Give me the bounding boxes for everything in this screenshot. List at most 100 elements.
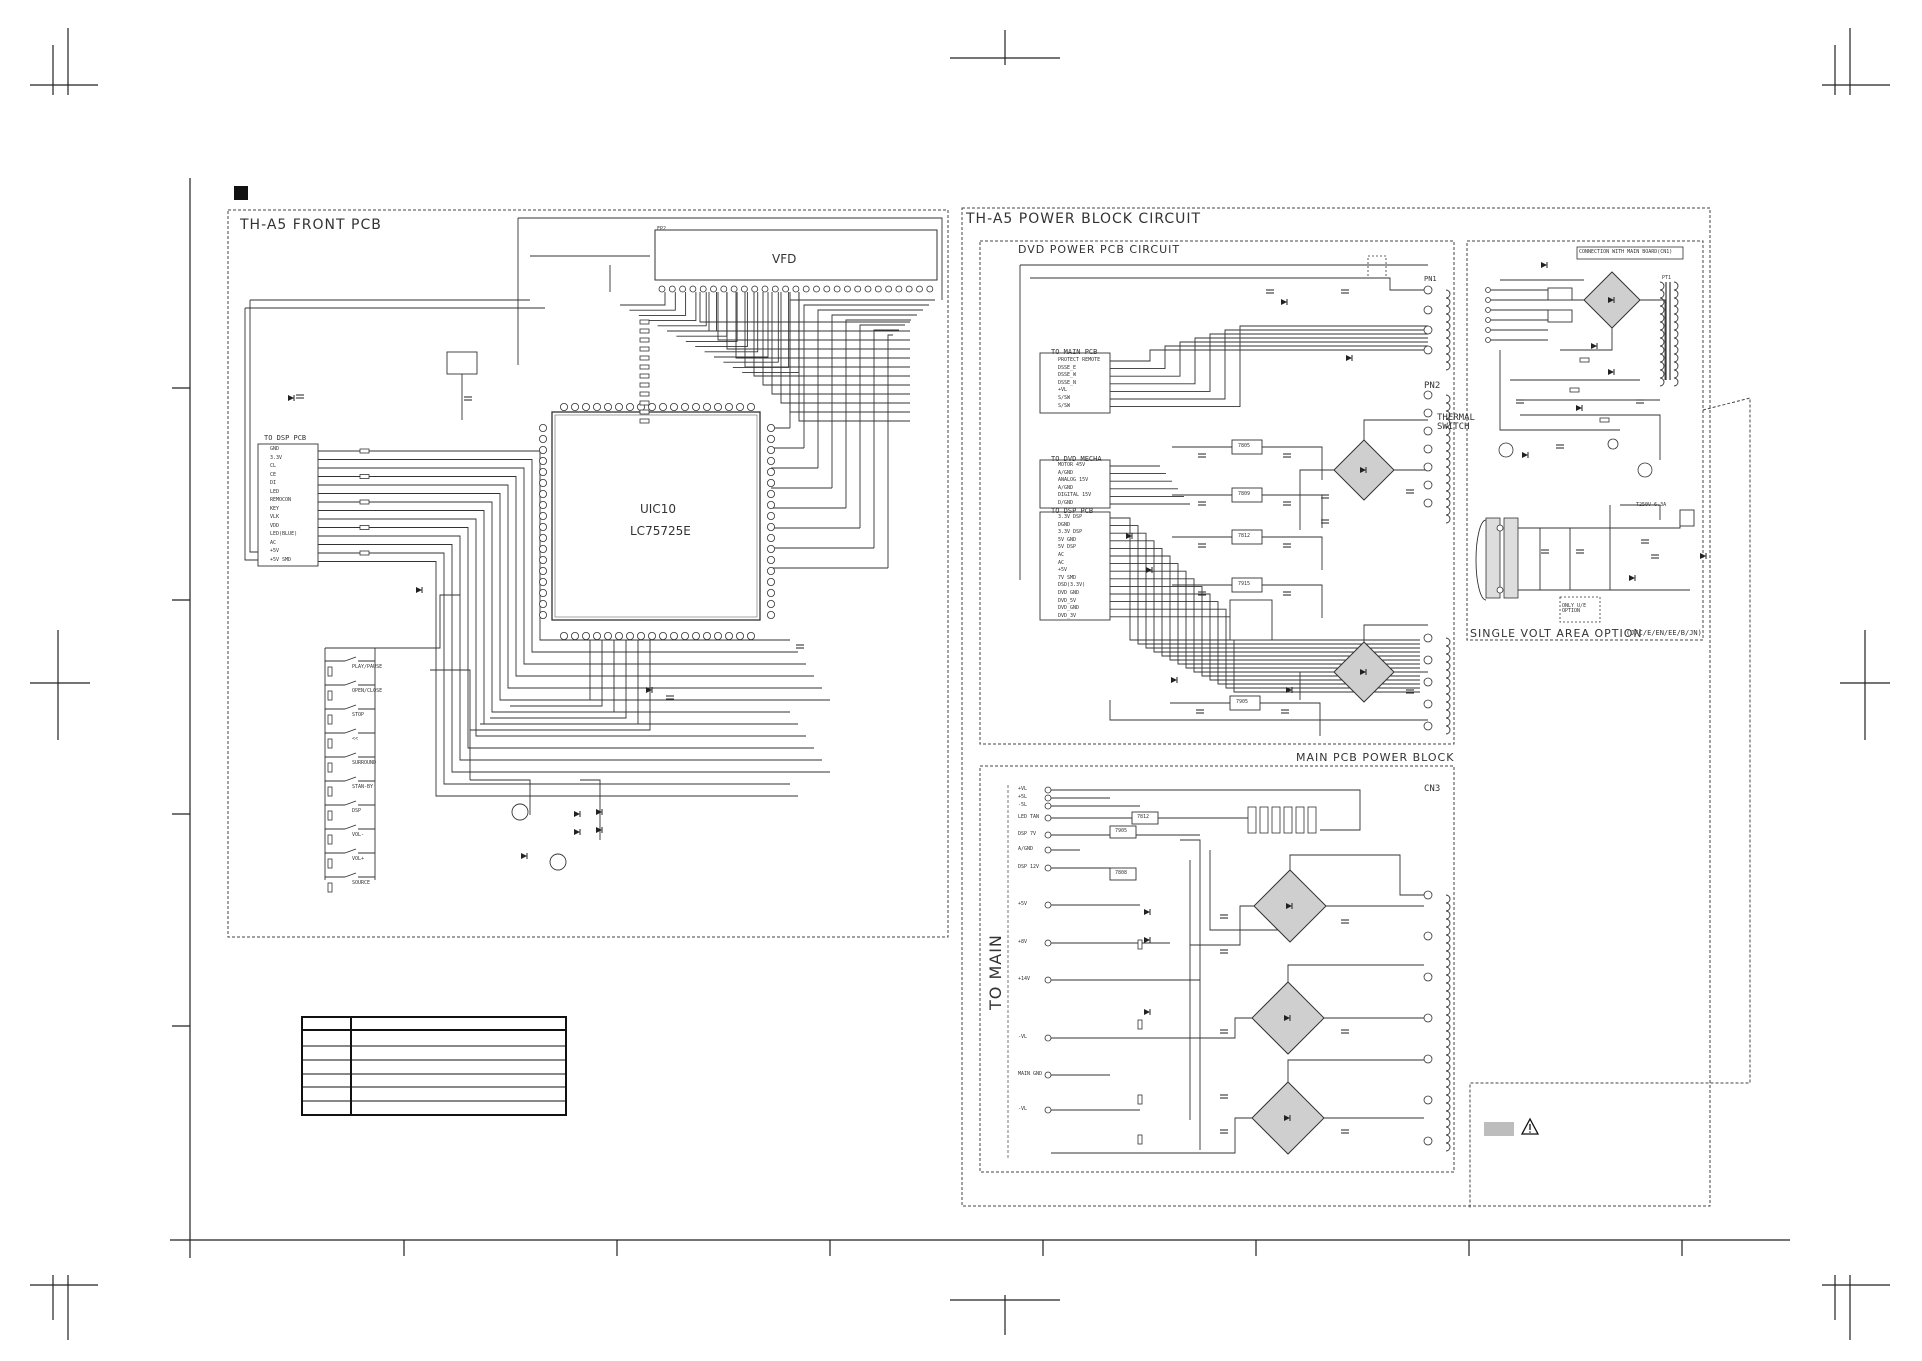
resistor bbox=[639, 328, 650, 334]
connection-note: CONNECTION WITH MAIN BOARD(CN1) bbox=[1579, 249, 1673, 255]
diode bbox=[1700, 553, 1706, 559]
dvd-connector-pin: A/GND bbox=[1058, 469, 1074, 476]
pin bbox=[539, 423, 548, 432]
key-switch bbox=[344, 656, 357, 662]
dsp-connector-pin: DVD GND bbox=[1058, 590, 1080, 596]
dsp-connector-pin: 3.3V DSP bbox=[1058, 514, 1083, 520]
pin bbox=[670, 402, 679, 411]
regulator-label: 7812 bbox=[1238, 533, 1251, 539]
transistor bbox=[549, 853, 567, 871]
pin bbox=[1485, 337, 1491, 343]
pin bbox=[767, 434, 776, 443]
legend-table bbox=[301, 1016, 567, 1116]
pin bbox=[539, 434, 548, 443]
resistor bbox=[327, 786, 333, 797]
main-input-label: -VL bbox=[1018, 1034, 1028, 1040]
pin bbox=[823, 285, 831, 293]
pin bbox=[1423, 305, 1433, 315]
resistor bbox=[359, 474, 370, 479]
single-volt-wiring bbox=[1491, 279, 1690, 591]
pin bbox=[1423, 408, 1433, 418]
cn-ref-pn1: PN1 bbox=[1424, 275, 1437, 283]
diode bbox=[1629, 575, 1635, 581]
pin bbox=[771, 285, 779, 293]
vfd-display bbox=[654, 229, 938, 281]
pin bbox=[1423, 655, 1433, 665]
pin bbox=[714, 632, 723, 641]
pin bbox=[604, 402, 613, 411]
pin bbox=[1423, 285, 1433, 295]
pin bbox=[593, 402, 602, 411]
dsp-connector-pin: AC bbox=[1058, 552, 1065, 558]
pin bbox=[782, 285, 789, 293]
diode bbox=[1126, 533, 1132, 539]
pin bbox=[681, 402, 690, 411]
dvd-connector-pin: D/GND bbox=[1058, 500, 1074, 506]
main-power-wiring bbox=[1051, 789, 1424, 1154]
diode bbox=[1144, 937, 1150, 943]
resistor bbox=[327, 666, 333, 677]
pin bbox=[1044, 794, 1052, 802]
vfd-label: VFD bbox=[772, 252, 797, 266]
pin bbox=[720, 285, 728, 293]
pin bbox=[560, 632, 569, 641]
dsp-pin-label: AC bbox=[270, 539, 277, 546]
diode bbox=[1286, 903, 1292, 909]
diode-array bbox=[1307, 806, 1317, 834]
pin bbox=[1044, 976, 1052, 984]
main-input-label: +5L bbox=[1018, 794, 1028, 800]
pin bbox=[767, 611, 776, 620]
section-marker bbox=[234, 186, 248, 200]
regulator bbox=[1109, 867, 1137, 881]
diode bbox=[596, 809, 602, 815]
key-switch-label: VOL+ bbox=[352, 856, 365, 862]
diode bbox=[646, 687, 652, 693]
pin bbox=[864, 285, 872, 293]
main-connector-pin: DSSE_E bbox=[1058, 364, 1077, 371]
pin bbox=[1423, 426, 1433, 436]
sheet-frame bbox=[170, 178, 1790, 1258]
fuse-label: T250V 6.3A bbox=[1636, 502, 1667, 508]
pin bbox=[1485, 297, 1491, 303]
diode bbox=[1576, 405, 1582, 411]
diode-array bbox=[1247, 806, 1257, 834]
pin bbox=[582, 402, 591, 411]
main-input-label: +8V bbox=[1018, 939, 1028, 945]
transformer-coil bbox=[1445, 894, 1451, 1152]
diode bbox=[521, 853, 527, 859]
main-connector-pin: +VL bbox=[1058, 387, 1068, 394]
regulator bbox=[1229, 599, 1273, 641]
main-input-label: +5V bbox=[1018, 901, 1028, 907]
resistor bbox=[639, 382, 650, 388]
pin bbox=[844, 285, 851, 293]
pin bbox=[539, 589, 548, 598]
pin bbox=[703, 402, 712, 411]
pin bbox=[792, 285, 800, 293]
diode bbox=[1171, 677, 1177, 683]
diode bbox=[1608, 369, 1614, 375]
pin bbox=[659, 632, 668, 641]
pin bbox=[637, 632, 646, 641]
key-switch-label: SURROUND bbox=[352, 760, 377, 766]
resistor bbox=[1137, 1019, 1143, 1030]
single-volt-codes: (J/C/E/EN/EE/B/JN) bbox=[1626, 629, 1702, 637]
pin bbox=[626, 632, 635, 641]
pin bbox=[539, 545, 548, 554]
pin bbox=[833, 285, 841, 293]
front-pcb-border bbox=[227, 209, 949, 938]
pin bbox=[1423, 480, 1433, 490]
pin bbox=[1423, 677, 1433, 687]
pin bbox=[1044, 786, 1052, 794]
diode bbox=[288, 395, 294, 401]
key-switch bbox=[344, 728, 357, 734]
pin bbox=[1485, 287, 1491, 293]
pin bbox=[1423, 890, 1433, 900]
resistor bbox=[639, 409, 650, 415]
front-pcb-wiring bbox=[244, 217, 943, 880]
dsp-pin-label: LED(BLUE) bbox=[270, 531, 298, 537]
resistor bbox=[1137, 939, 1143, 950]
regulator bbox=[1547, 287, 1573, 301]
key-switch bbox=[344, 872, 357, 878]
ic-body bbox=[551, 411, 761, 621]
